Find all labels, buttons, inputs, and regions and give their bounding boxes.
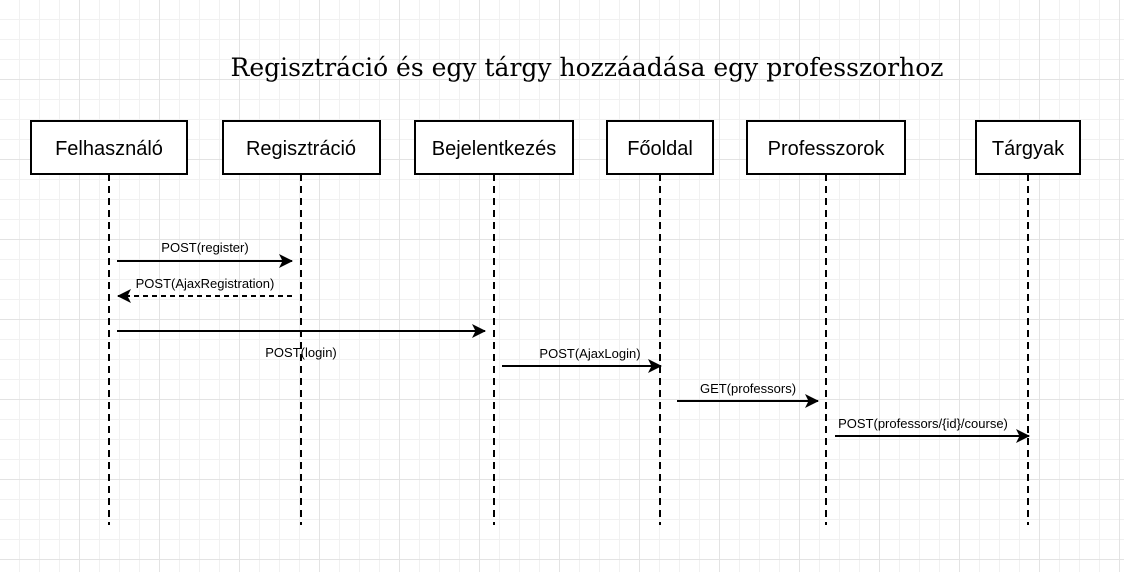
message-label: POST(AjaxLogin) xyxy=(539,346,640,361)
message-get-professors: GET(professors) xyxy=(677,381,819,408)
participant-label: Felhasználó xyxy=(55,138,163,160)
participant-label: Professzorok xyxy=(768,138,886,160)
diagram-title: Regisztráció és egy tárgy hozzáadása egy… xyxy=(231,53,944,82)
participant-targyak: Tárgyak xyxy=(975,120,1081,175)
participant-label: Bejelentkezés xyxy=(432,138,557,160)
message-ajax-login: POST(AjaxLogin) xyxy=(502,346,662,373)
message-label: POST(login) xyxy=(265,345,337,360)
participant-fooldal: Főoldal xyxy=(606,120,714,175)
message-label: POST(register) xyxy=(161,240,248,255)
participant-bejelentkezes: Bejelentkezés xyxy=(414,120,574,175)
participant-label: Főoldal xyxy=(627,138,693,160)
message-label: POST(AjaxRegistration) xyxy=(136,276,275,291)
message-ajax-registration: POST(AjaxRegistration) xyxy=(117,276,292,303)
message-login: POST(login) xyxy=(117,324,486,360)
participant-label: Tárgyak xyxy=(992,138,1065,160)
message-post-course: POST(professors/{id}/course) xyxy=(835,416,1030,443)
message-label: POST(professors/{id}/course) xyxy=(838,416,1008,431)
message-label: GET(professors) xyxy=(700,381,796,396)
participant-felhasznalo: Felhasználó xyxy=(30,120,188,175)
participant-label: Regisztráció xyxy=(246,138,356,160)
participant-regisztracio: Regisztráció xyxy=(222,120,381,175)
participant-professzorok: Professzorok xyxy=(746,120,906,175)
message-register: POST(register) xyxy=(117,240,293,268)
